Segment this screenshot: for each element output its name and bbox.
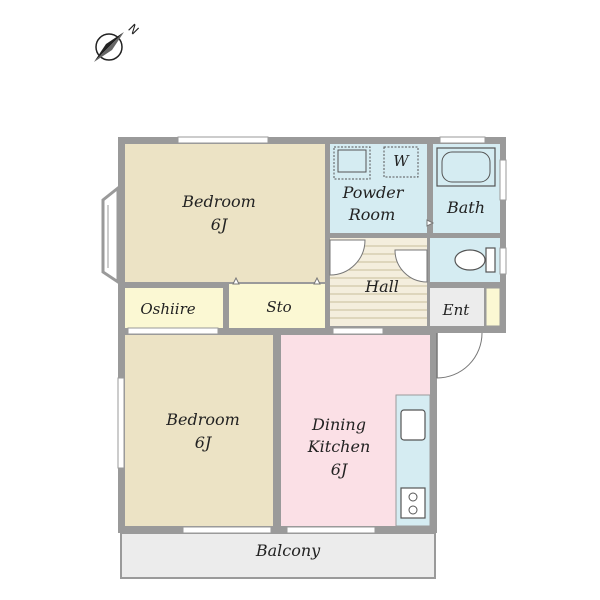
washbasin-bowl [337,149,367,173]
door-marker-storage [232,276,240,285]
storage-floor [229,284,325,328]
door-marker-storage-2 [313,276,321,285]
north-arrow-tail [94,32,124,62]
dining-kitchen-label-line1: Dining [311,415,366,434]
door-swing-powder [329,239,366,276]
bathtub-basin [441,151,491,183]
washer-space-icon [383,146,419,178]
dining-kitchen-size: 6J [331,460,349,479]
bedroom-bottom-size: 6J [195,433,213,452]
powder-room-floor [330,144,427,233]
bath-label: Bath [446,198,485,217]
windows [117,136,507,534]
dining-kitchen-label-line2: Kitchen [307,437,371,456]
washbasin-icon [333,146,371,180]
bathtub-icon [436,147,496,187]
oshiire-floor [125,288,223,328]
bath-floor [433,144,500,233]
door-swing-toilet [394,249,428,283]
balcony-label: Balcony [255,541,321,560]
bedroom-bottom-label: Bedroom [165,410,240,429]
toilet-icon [454,247,496,273]
sink-icon [400,409,426,441]
compass: N [94,21,141,62]
entrance-floor [430,288,484,326]
bedroom-top-floor [125,144,325,282]
shoe-cabinet [485,287,501,327]
bay-window [101,184,120,285]
oshiire-label: Oshiire [140,300,195,318]
entrance-label: Ent [442,301,471,319]
stove-icon [400,487,426,519]
bedroom-bottom-floor [125,335,273,526]
powder-room-label-line2: Room [348,205,395,224]
entrance-door-swing [436,332,483,379]
north-label: N [125,21,141,37]
balcony-floor [120,532,436,579]
bedroom-top-size: 6J [211,215,229,234]
door-marker-bath [426,219,435,227]
storage-label: Sto [266,298,291,316]
bedroom-top-label: Bedroom [181,192,256,211]
powder-room-label-line1: Powder [342,183,405,202]
washer-label: W [393,152,410,170]
outside-area-right [437,333,512,538]
hall-label: Hall [364,277,399,296]
